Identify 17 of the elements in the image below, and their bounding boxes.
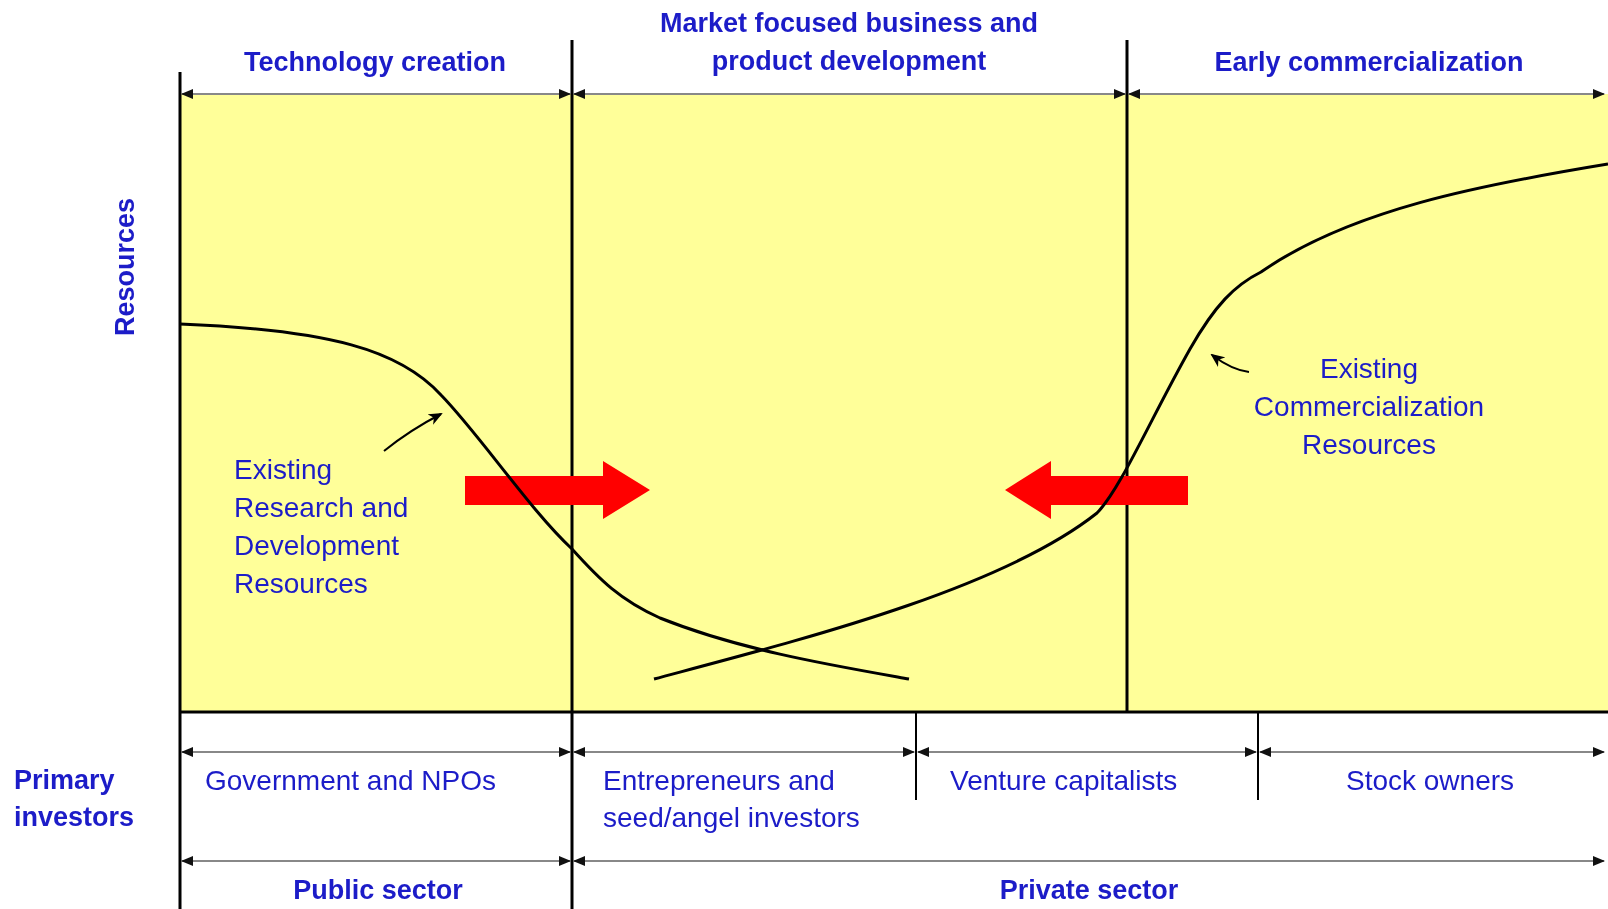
row-heading: Primary investors <box>14 764 136 834</box>
sector-label: Private sector <box>998 874 1180 906</box>
callout-text: Existing Commercialization Resources <box>1249 350 1489 464</box>
phase-heading: Market focused business and product development <box>658 7 1040 78</box>
resource-curve <box>653 162 1608 681</box>
callout-text: Existing Research and Development Resources <box>234 451 454 603</box>
investor-label: Entrepreneurs and seed/angel investors <box>603 764 861 835</box>
phase-heading: Early commercialization <box>1213 46 1525 79</box>
leader-line <box>1210 353 1250 373</box>
leader-line <box>383 413 443 452</box>
phase-heading: Technology creation <box>242 46 507 79</box>
axis-title: Resources <box>109 196 141 339</box>
resource-curve <box>179 322 910 681</box>
investor-label: Stock owners <box>1344 764 1516 798</box>
investor-label: Government and NPOs <box>205 764 498 798</box>
investor-label: Venture capitalists <box>950 764 1179 798</box>
sector-label: Public sector <box>292 874 464 906</box>
